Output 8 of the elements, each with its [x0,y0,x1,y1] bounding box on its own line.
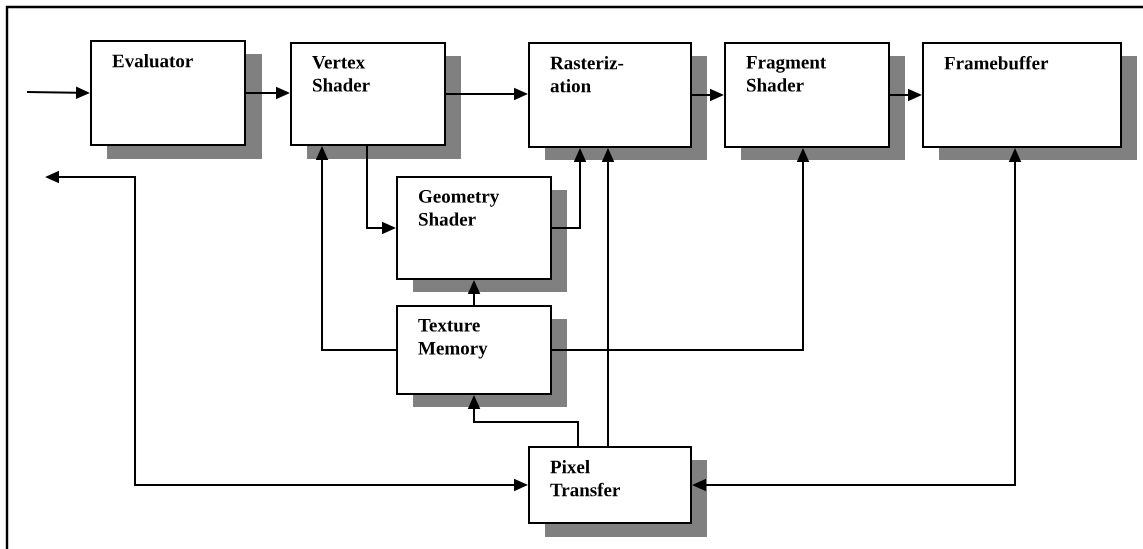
process-box: Framebuffer [922,42,1137,160]
process-box: Texture Memory [396,305,567,407]
process-box: Evaluator [90,40,262,159]
process-box: Pixel Transfer [528,446,707,537]
process-box: Geometry Shader [396,176,567,292]
process-box: Vertex Shader [290,42,461,159]
process-box: Rasteriz- ation [528,42,707,160]
process-box: Fragment Shader [724,42,905,160]
